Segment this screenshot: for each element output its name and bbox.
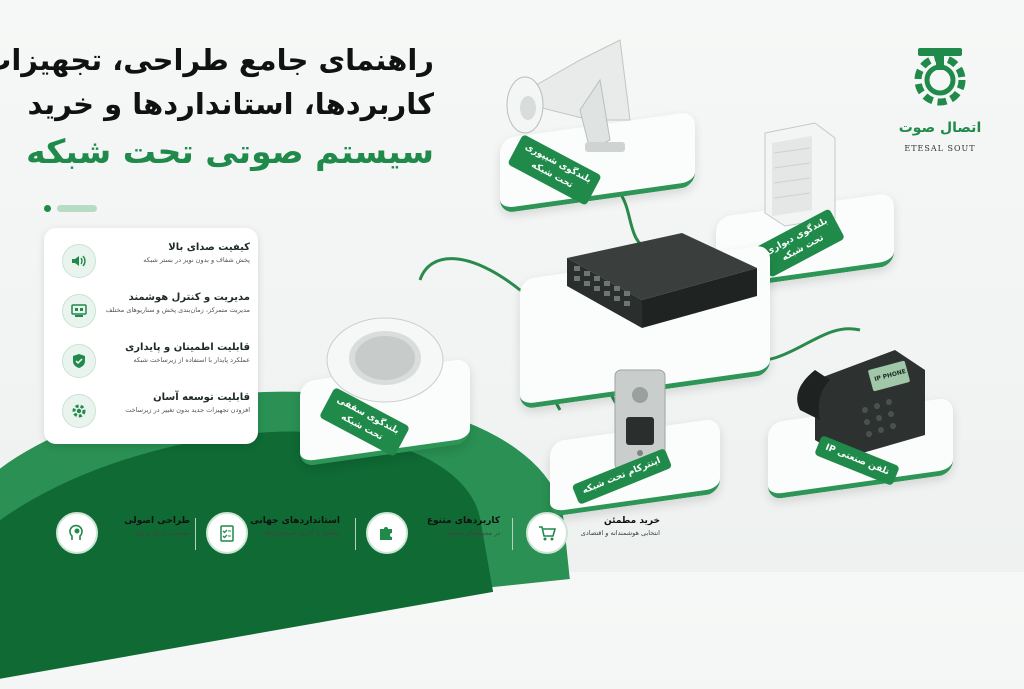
intercom-icon [614,369,666,471]
feature-title: قابلیت توسعه آسان [153,392,250,403]
feature-desc: افزودن تجهیزات جدید بدون تغییر در زیرساخ… [125,406,250,414]
ip-phone-icon [797,350,925,458]
bottom-title: کاربردهای متنوع [426,516,500,526]
puzzle-icon [366,512,408,554]
bottom-item: خرید مطمئن انتخابی هوشمندانه و اقتصادی [520,508,660,560]
logo-text-fa: اتصال صوت [898,120,982,136]
logo-text-en: ETESAL SOUT [904,144,976,153]
cart-icon [526,512,568,554]
bottom-item: طراحی اصولی متناسب با نیاز پروژه [50,508,190,560]
feature-item: کیفیت صدای بالا پخش شفاف و بدون نویز در ب… [56,238,250,282]
bottom-title: خرید مطمئن [604,516,660,526]
feature-title: مدیریت و کنترل هوشمند [128,292,250,303]
feature-desc: مدیریت متمرکز، زمان‌بندی پخش و سناریوهای… [105,306,250,314]
speaker-volume-icon [62,244,96,278]
wall-speaker-icon [764,122,836,227]
horn-speaker-icon [506,39,631,152]
feature-title: قابلیت اطمینان و پایداری [125,342,250,353]
title-line-3: سیستم صوتی تحت شبکه [26,132,434,171]
bottom-item: استانداردهای جهانی مطابق با آخرین استاندا… [200,508,340,560]
page-title: راهنمای جامع طراحی، تجهیزات، کاربردها، ا… [0,38,434,178]
features-card: کیفیت صدای بالا پخش شفاف و بدون نویز در ب… [44,228,258,444]
feature-title: کیفیت صدای بالا [168,242,250,253]
title-dots [44,205,97,212]
bottom-item: کاربردهای متنوع در محیط‌های مختلف [360,508,500,560]
bottom-desc: انتخابی هوشمندانه و اقتصادی [580,529,660,537]
feature-item: قابلیت اطمینان و پایداری عملکرد پایدار با… [56,338,250,382]
feature-item: مدیریت و کنترل هوشمند مدیریت متمرکز، زمان… [56,288,250,332]
ceiling-speaker-icon [326,317,444,403]
feature-item: قابلیت توسعه آسان افزودن تجهیزات جدید بدو… [56,388,250,432]
bottom-features: خرید مطمئن انتخابی هوشمندانه و اقتصادی کا… [56,508,680,560]
checklist-icon [206,512,248,554]
title-line-1: راهنمای جامع طراحی، تجهیزات، [0,43,434,77]
bottom-desc: متناسب با نیاز پروژه [134,529,190,537]
gear-icon [62,394,96,428]
feature-desc: عملکرد پایدار با استفاده از زیرساخت شبکه [133,356,250,364]
gear-logo-icon [914,48,966,106]
bottom-title: طراحی اصولی [124,516,190,526]
shield-check-icon [62,344,96,378]
bottom-title: استانداردهای جهانی [250,516,340,526]
control-panel-icon [62,294,96,328]
network-switch-icon [567,233,757,328]
title-line-2: کاربردها، استانداردها و خرید [27,87,434,121]
head-gear-icon [56,512,98,554]
bottom-desc: مطابق با آخرین استانداردها [266,529,340,537]
brand-logo: اتصال صوت ETESAL SOUT [890,42,990,153]
bottom-desc: در محیط‌های مختلف [445,529,500,537]
feature-desc: پخش شفاف و بدون نویز در بستر شبکه [143,256,250,264]
